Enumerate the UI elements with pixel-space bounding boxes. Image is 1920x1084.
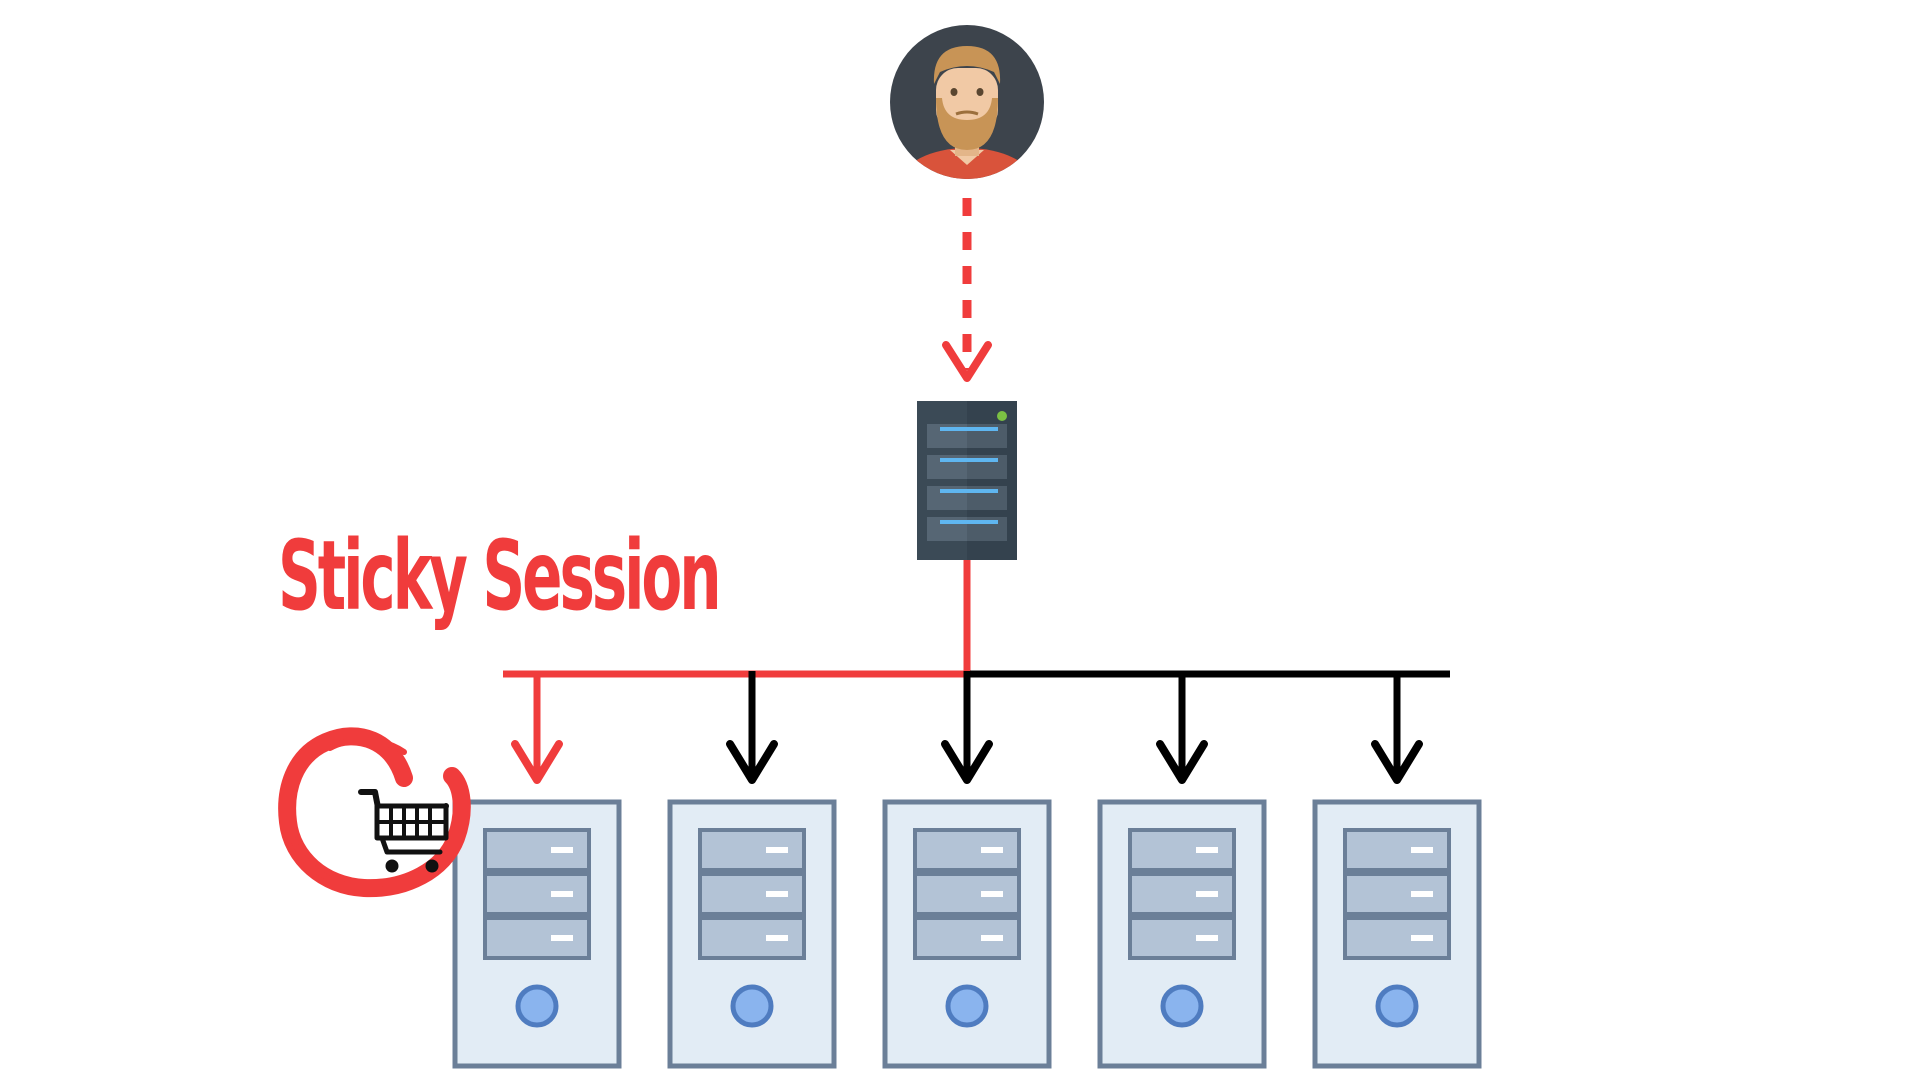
brush-circle (278, 727, 471, 898)
branch-arrow-server-5 (1371, 671, 1423, 784)
shopping-cart-icon (358, 789, 449, 873)
backend-server-icon-5 (1312, 799, 1482, 1069)
branch-arrows (511, 671, 1423, 784)
branch-arrow-server-2 (726, 671, 778, 784)
backend-server-icon-2 (667, 799, 837, 1069)
branch-arrow-server-1 (511, 671, 563, 784)
backend-server-icon-1 (452, 799, 622, 1069)
bearded-user-avatar-icon (890, 25, 1044, 179)
user-to-load-balancer-arrow (942, 198, 992, 382)
backend-server-icon-4 (1097, 799, 1267, 1069)
session-store-marker (278, 727, 471, 898)
diagram-title: Sticky Session (278, 520, 722, 632)
branch-arrow-server-3 (941, 671, 993, 784)
distribution-bus (503, 560, 1450, 678)
branch-arrow-server-4 (1156, 671, 1208, 784)
backend-servers (452, 799, 1482, 1069)
backend-server-icon-3 (882, 799, 1052, 1069)
rack-server-icon (917, 401, 1017, 560)
